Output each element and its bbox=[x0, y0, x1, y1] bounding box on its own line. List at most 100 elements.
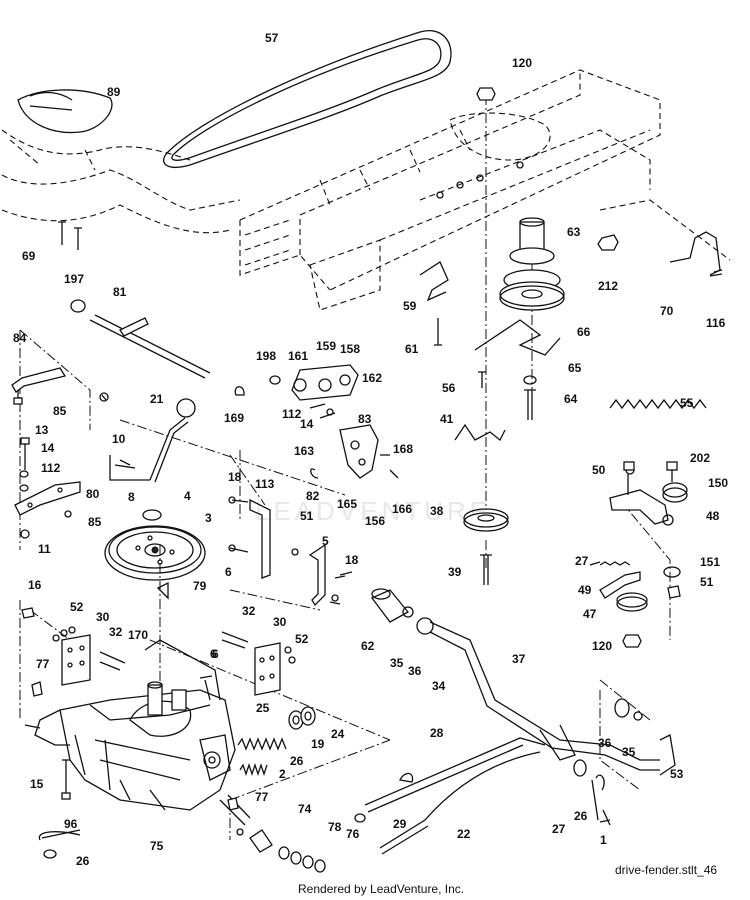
part-label: 6 bbox=[210, 647, 217, 661]
transmission-pulley bbox=[104, 525, 206, 581]
rod-28 bbox=[364, 737, 546, 806]
part-label: 57 bbox=[265, 31, 279, 45]
part-label: 27 bbox=[575, 554, 589, 568]
part-label: 80 bbox=[86, 487, 100, 501]
footer-credit: Rendered by LeadVenture, Inc. bbox=[298, 882, 465, 896]
part-label: 1 bbox=[600, 833, 607, 847]
alignment-lines bbox=[19, 95, 671, 840]
washer-26b bbox=[573, 759, 587, 777]
bracket-80 bbox=[14, 437, 81, 516]
file-id: drive-fender.stlt_46 bbox=[615, 863, 718, 877]
washer-36 bbox=[614, 698, 630, 718]
part-label: 32 bbox=[242, 604, 256, 618]
clip-169 bbox=[234, 386, 245, 396]
part-label: 8 bbox=[128, 490, 135, 504]
part-label: 59 bbox=[403, 299, 417, 313]
part-label: 37 bbox=[512, 652, 526, 666]
idler-arm-165 bbox=[310, 424, 399, 479]
part-label: 165 bbox=[337, 497, 358, 511]
part-label: 38 bbox=[430, 504, 444, 518]
bolt-27 bbox=[589, 561, 631, 566]
brake-rod bbox=[144, 639, 221, 701]
part-label: 76 bbox=[346, 827, 360, 841]
part-label: 10 bbox=[112, 432, 126, 446]
part-label: 168 bbox=[393, 442, 414, 456]
part-label: 83 bbox=[358, 412, 372, 426]
transaxle-assembly bbox=[24, 681, 251, 826]
part-label: 22 bbox=[457, 827, 471, 841]
retaining-ring bbox=[142, 509, 162, 521]
part-label: 18 bbox=[345, 553, 359, 567]
part-label: 11 bbox=[38, 542, 51, 556]
part-label: 51 bbox=[700, 575, 714, 589]
part-label: 52 bbox=[70, 600, 84, 614]
part-label: 5 bbox=[322, 534, 329, 548]
part-label: 64 bbox=[564, 392, 578, 406]
part-label: 24 bbox=[331, 727, 345, 741]
part-label: 4 bbox=[184, 489, 191, 503]
part-label: 84 bbox=[13, 331, 27, 345]
part-label: 70 bbox=[660, 304, 674, 318]
axle-collars bbox=[236, 828, 326, 873]
part-label: 82 bbox=[306, 489, 320, 503]
part-label: 6 bbox=[212, 647, 219, 661]
idler-pulley-47-rim bbox=[616, 592, 648, 608]
part-label: 50 bbox=[592, 463, 606, 477]
washer-65 bbox=[523, 375, 537, 385]
misc-hardware bbox=[20, 221, 353, 811]
belt-keeper-59 bbox=[419, 261, 449, 302]
shift-lever bbox=[109, 398, 196, 483]
part-label: 202 bbox=[690, 451, 711, 465]
part-label: 69 bbox=[22, 249, 36, 263]
part-label: 26 bbox=[574, 809, 588, 823]
part-label: 156 bbox=[365, 514, 386, 528]
part-label: 18 bbox=[228, 470, 242, 484]
hairpin-clip bbox=[38, 829, 81, 841]
part-label: 2 bbox=[279, 767, 286, 781]
chassis-frame bbox=[239, 69, 731, 311]
idler-pulley-47 bbox=[616, 596, 648, 612]
bolt-39 bbox=[480, 554, 492, 585]
part-label: 163 bbox=[294, 444, 315, 458]
bolt-116 bbox=[709, 269, 723, 277]
bolt-6c bbox=[199, 675, 213, 701]
part-label: 35 bbox=[622, 745, 636, 759]
part-label: 6 bbox=[225, 565, 232, 579]
part-label: 47 bbox=[583, 607, 597, 621]
drive-belt bbox=[163, 30, 452, 168]
part-label: 29 bbox=[393, 817, 407, 831]
pedal-shaft bbox=[370, 588, 676, 776]
part-label: 26 bbox=[76, 854, 90, 868]
part-label: 85 bbox=[53, 404, 67, 418]
part-label: 39 bbox=[448, 565, 462, 579]
part-label: 3 bbox=[205, 511, 212, 525]
part-label: 36 bbox=[408, 664, 422, 678]
rod-28-inner bbox=[367, 744, 524, 813]
part-label: 116 bbox=[706, 316, 726, 330]
nut-120a bbox=[476, 87, 496, 101]
part-label: 169 bbox=[224, 411, 245, 425]
nut-212 bbox=[597, 234, 619, 251]
part-label: 55 bbox=[680, 396, 694, 410]
part-label: 56 bbox=[442, 381, 456, 395]
part-label: 112 bbox=[41, 461, 61, 475]
part-label: 65 bbox=[568, 361, 582, 375]
retainer-70 bbox=[669, 231, 721, 276]
part-label: 21 bbox=[150, 392, 164, 406]
transaxle-bracket-right bbox=[221, 631, 296, 696]
part-label: 89 bbox=[107, 85, 121, 99]
spring-knob bbox=[399, 772, 414, 783]
idler-pulley-38 bbox=[463, 508, 509, 532]
lift-arm-84 bbox=[11, 367, 67, 405]
idler-bracket-48 bbox=[609, 461, 688, 599]
part-label: 51 bbox=[300, 509, 314, 523]
part-label: 77 bbox=[255, 790, 269, 804]
part-label: 32 bbox=[109, 625, 123, 639]
part-label: 96 bbox=[64, 817, 78, 831]
part-label: 78 bbox=[328, 820, 342, 834]
part-label: 151 bbox=[700, 555, 721, 569]
part-label: 25 bbox=[256, 701, 270, 715]
part-label: 28 bbox=[430, 726, 444, 740]
part-label: 150 bbox=[708, 476, 729, 490]
